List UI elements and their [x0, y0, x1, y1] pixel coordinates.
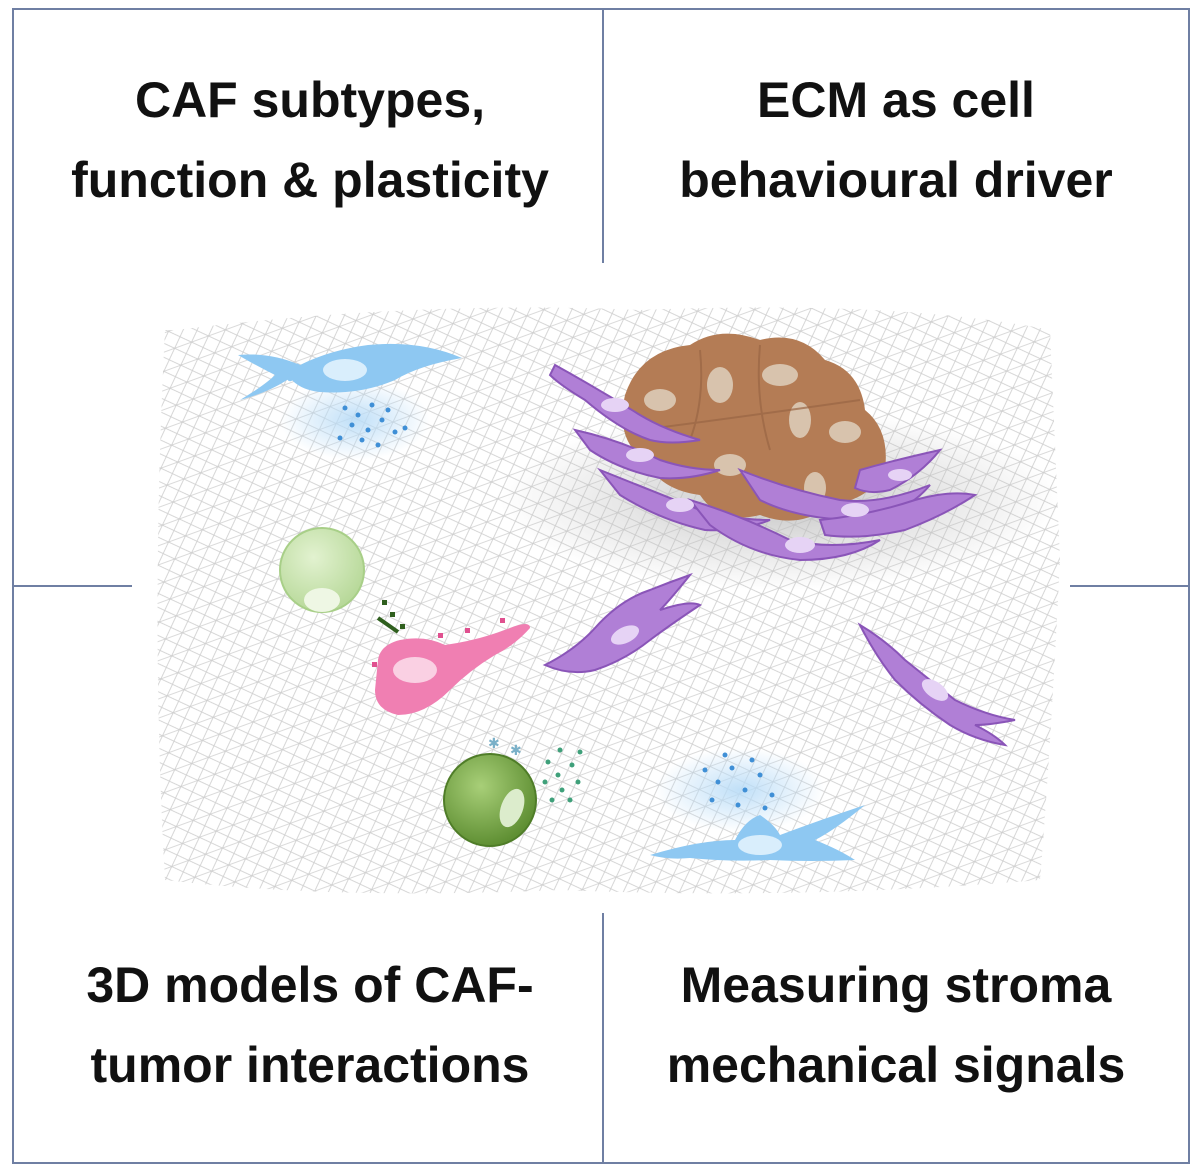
- quadrant-label-line: tumor interactions: [90, 1037, 530, 1093]
- svg-text:✱: ✱: [488, 736, 500, 752]
- quadrant-label-top-right: ECM as cell behavioural driver: [606, 60, 1186, 220]
- quadrant-label-line: ECM as cell: [757, 72, 1035, 128]
- immune-cell-icon: [279, 527, 405, 634]
- quadrant-label-line: 3D models of CAF-: [86, 957, 534, 1013]
- quadrant-label-line: mechanical signals: [666, 1037, 1126, 1093]
- quadrant-label-line: Measuring stroma: [680, 957, 1112, 1013]
- quadrant-label-top-left: CAF subtypes, function & plasticity: [20, 60, 600, 220]
- quadrant-label-bottom-right: Measuring stroma mechanical signals: [606, 945, 1186, 1105]
- divider-top: [602, 8, 604, 263]
- activated-immune-cell-icon: ✱ ✱: [443, 736, 583, 847]
- migrating-caf-icon: [857, 622, 1016, 747]
- divider-bottom: [602, 913, 604, 1164]
- migrating-caf-icon: [542, 572, 702, 674]
- tumor-microenvironment-illustration: ✱ ✱: [157, 307, 1060, 894]
- quiescent-fibroblast-icon: [650, 748, 865, 861]
- svg-text:✱: ✱: [510, 743, 522, 759]
- divider-right: [1070, 585, 1190, 587]
- quadrant-label-line: behavioural driver: [679, 152, 1113, 208]
- quadrant-label-line: function & plasticity: [71, 152, 549, 208]
- quadrant-label-line: CAF subtypes,: [134, 72, 486, 128]
- quadrant-label-bottom-left: 3D models of CAF- tumor interactions: [20, 945, 600, 1105]
- quiescent-fibroblast-icon: [238, 343, 462, 460]
- divider-left: [12, 585, 132, 587]
- macrophage-icon: [372, 618, 530, 715]
